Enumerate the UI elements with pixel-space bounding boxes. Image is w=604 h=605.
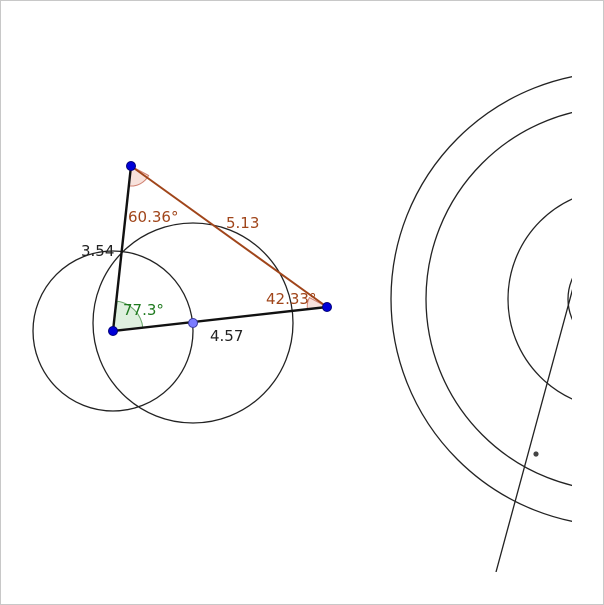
side-ab-label: 3.54 xyxy=(81,242,114,260)
angle-b-label: 60.36° xyxy=(128,208,178,226)
radius-line[interactable] xyxy=(495,262,572,572)
innermost-circle[interactable] xyxy=(567,249,572,349)
radius-intersection-point[interactable] xyxy=(533,451,539,457)
point-b[interactable] xyxy=(126,161,136,171)
concentric-circles xyxy=(390,72,572,526)
side-ac-label: 4.57 xyxy=(210,327,243,345)
bottom-margin xyxy=(12,572,593,593)
midpoint-ac[interactable] xyxy=(188,318,198,328)
angle-c-label: 42.33° xyxy=(266,290,316,308)
construction-svg[interactable]: 3.54 4.57 5.13 60.36° 42.33° 77.3° xyxy=(12,12,572,572)
right-margin xyxy=(572,12,593,572)
middle-circle[interactable] xyxy=(425,107,572,491)
point-a[interactable] xyxy=(108,326,118,336)
angle-a-label: 77.3° xyxy=(123,301,164,319)
inner-circle[interactable] xyxy=(507,189,572,409)
segment-ac[interactable] xyxy=(112,305,328,333)
point-c[interactable] xyxy=(322,302,332,312)
circle-through-midpoint[interactable] xyxy=(92,222,294,424)
outer-circle[interactable] xyxy=(390,72,572,526)
segment-ab[interactable] xyxy=(111,165,133,332)
circle-centered-a[interactable] xyxy=(32,250,194,412)
side-bc-label: 5.13 xyxy=(226,214,259,232)
segment-bc[interactable] xyxy=(130,165,328,308)
geometry-canvas[interactable]: 3.54 4.57 5.13 60.36° 42.33° 77.3° xyxy=(12,12,572,572)
